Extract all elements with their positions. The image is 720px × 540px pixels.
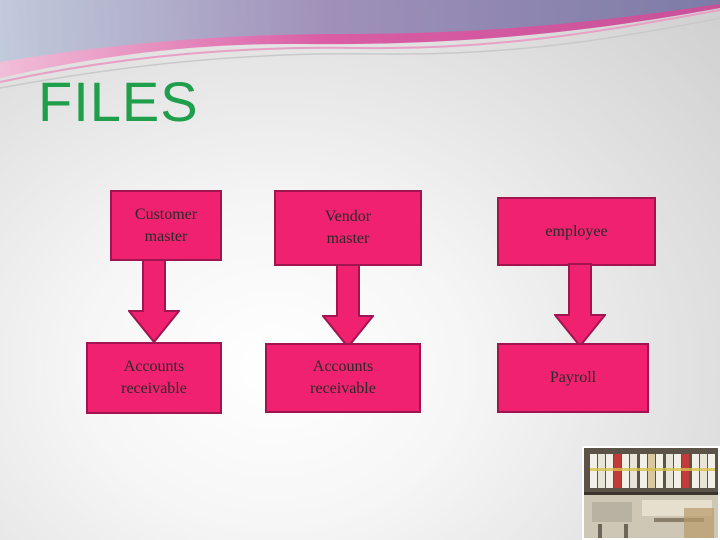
down-arrow-icon <box>322 264 374 348</box>
header-swoosh-decoration <box>0 0 720 89</box>
box-vendor-master: Vendor master <box>274 190 422 266</box>
office-photo <box>582 446 720 540</box>
box-customer-master: Customer master <box>110 190 222 261</box>
box-accounts-receivable-1: Accounts receivable <box>86 342 222 414</box>
box-employee: employee <box>497 197 656 266</box>
box-payroll: Payroll <box>497 343 649 413</box>
down-arrow-icon <box>554 263 606 347</box>
down-arrow-icon <box>128 259 180 343</box>
box-accounts-receivable-2: Accounts receivable <box>265 343 421 413</box>
slide-title: FILES <box>38 70 199 133</box>
